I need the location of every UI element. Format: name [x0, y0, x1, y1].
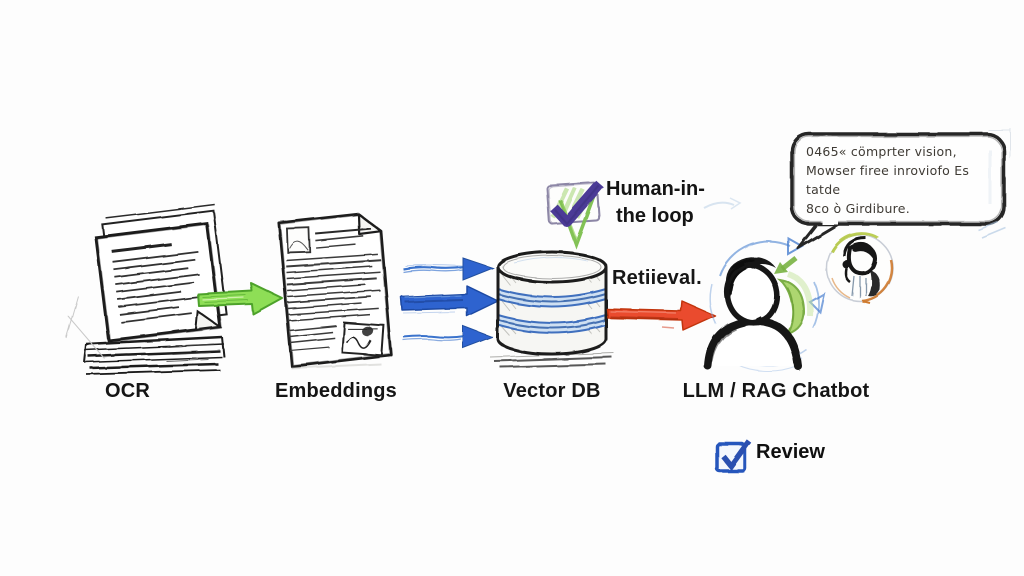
review-label: Review — [756, 441, 825, 463]
chatbot-person-icon — [704, 236, 826, 372]
document-stack-icon — [65, 203, 228, 375]
speech-bubble-line2: Mowser firee inroviofo Es tatde — [806, 163, 970, 197]
arrows-right-blue-icon — [400, 257, 499, 349]
stage-label-ocr: OCR — [104, 380, 151, 402]
stage-label-vector-db: Vector DB — [503, 380, 601, 402]
stage-label-embeddings: Embeddings — [274, 380, 397, 402]
checkbox-checked-icon — [546, 180, 604, 250]
retrieval-label: Retiieval. — [612, 267, 702, 289]
speech-bubble-text: 0465« cömprter vision, Mowser firee inro… — [806, 142, 1002, 218]
support-agent-icon — [826, 232, 894, 304]
document-icon — [277, 212, 393, 369]
pencil-sketch-marks-icon — [703, 197, 742, 210]
database-icon — [489, 250, 615, 368]
stage-label-llm-rag-chatbot: LLM / RAG Chatbot — [682, 380, 870, 402]
arrow-right-green-icon — [197, 282, 283, 315]
speech-bubble-line1: 0465« cömprter vision, — [806, 144, 957, 159]
speech-bubble-icon — [790, 128, 1011, 250]
human-in-the-loop-label: Human-in- the loop — [606, 176, 726, 230]
human-in-the-loop-line1: Human-in- — [606, 178, 705, 200]
human-in-the-loop-line2: the loop — [616, 205, 694, 227]
arrow-right-red-icon — [606, 300, 716, 331]
speech-bubble-line3: 8co ò Girdibure. — [806, 201, 910, 216]
review-checkbox-icon — [715, 439, 752, 473]
